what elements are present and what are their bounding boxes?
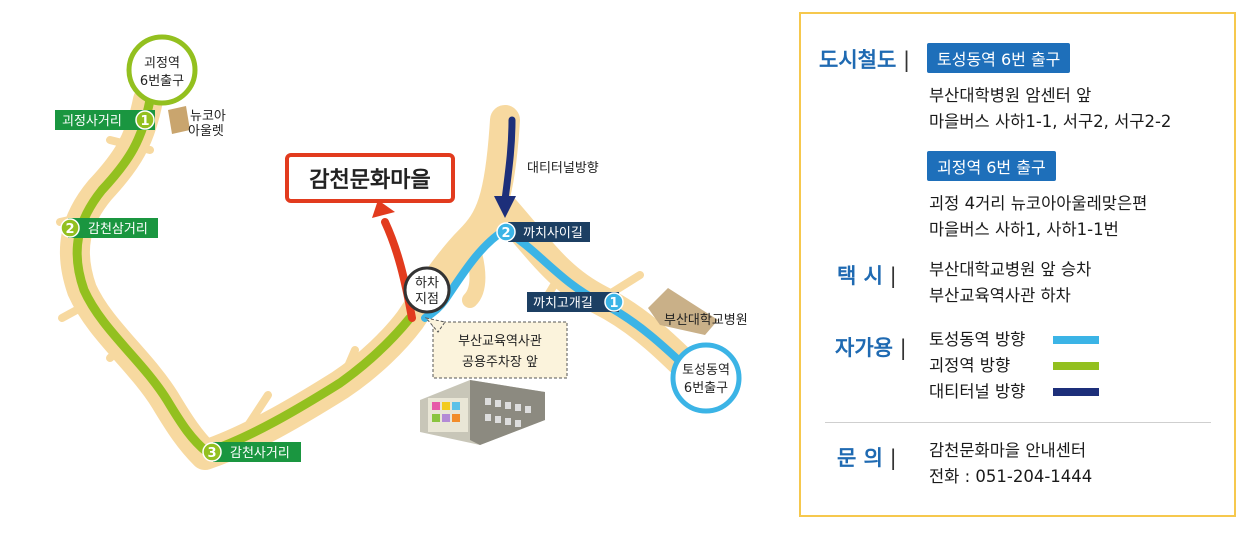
subway-category-label: 도시철도 | xyxy=(819,48,911,72)
museum-building-illustration xyxy=(420,380,545,445)
goejeong-station-exit: 6번출구 xyxy=(140,74,184,89)
parking-label-box xyxy=(432,321,568,379)
svg-text:3: 3 xyxy=(207,446,216,461)
goejeong-station-name: 괴정역 xyxy=(144,56,180,71)
green-route xyxy=(72,95,415,457)
svg-text:괴정사거리: 괴정사거리 xyxy=(62,114,122,129)
route-map: 뉴코아 아울렛 부산대학교병원 대티터널방향 감천문화마을 괴정역 6번출구 토… xyxy=(55,34,748,470)
terminal-direction-label: 대티터널방향 xyxy=(527,161,599,176)
intersection-tag-kkachisai: 까치사이길 2 xyxy=(496,222,590,242)
svg-text:까치사이길: 까치사이길 xyxy=(523,226,583,241)
intersection-tag-goejeong: 괴정사거리 1 xyxy=(55,110,155,130)
car-route-tunnel: 대티터널 방향 xyxy=(929,382,1026,401)
panel-divider xyxy=(825,422,1211,423)
car-route-toseong: 토성동역 방향 xyxy=(929,330,1026,349)
destination-label: 감천문화마을 xyxy=(309,168,430,193)
newcore-label-1: 뉴코아 xyxy=(190,109,226,124)
car-route-goejeong-swatch xyxy=(1053,362,1099,370)
drop-point-label-1: 하차 xyxy=(415,276,439,291)
subway-desc-b2: 마을버스 사하1, 사하1-1번 xyxy=(929,220,1119,239)
directions-panel: 도시철도 | 토성동역 6번 출구 부산대학병원 암센터 앞 마을버스 사하1-… xyxy=(799,12,1236,517)
parking-label-pointer xyxy=(424,317,446,333)
svg-text:2: 2 xyxy=(65,222,74,237)
svg-text:감천삼거리: 감천삼거리 xyxy=(88,222,148,237)
subway-exit-badge-toseong: 토성동역 6번 출구 xyxy=(927,43,1071,73)
car-route-toseong-swatch xyxy=(1053,336,1099,344)
subway-desc-a2: 마을버스 사하1-1, 서구2, 서구2-2 xyxy=(929,112,1172,131)
drop-point-label-2: 지점 xyxy=(415,292,439,307)
hospital-area xyxy=(648,288,718,335)
toseong-station-name: 토성동역 xyxy=(682,363,730,378)
inquiry-category-label: 문 의 | xyxy=(837,446,897,470)
goejeong-station-circle xyxy=(126,34,198,106)
navy-arrowhead xyxy=(494,196,516,218)
subway-exit-badge-goejeong: 괴정역 6번 출구 xyxy=(927,151,1056,181)
taxi-category-label: 택 시 | xyxy=(837,264,897,288)
svg-text:감천사거리: 감천사거리 xyxy=(230,446,290,461)
navy-route xyxy=(501,116,516,204)
newcore-label-2: 아울렛 xyxy=(188,124,224,139)
svg-text:까치고개길: 까치고개길 xyxy=(533,296,593,311)
inquiry-center: 감천문화마을 안내센터 xyxy=(929,441,1087,460)
intersection-tag-gamcheon-sageori: 감천사거리 3 xyxy=(202,442,301,462)
road-spur xyxy=(106,136,154,154)
destination-box xyxy=(285,153,455,203)
subway-desc-b1: 괴정 4거리 뉴코아아울레맞은편 xyxy=(929,194,1148,213)
newcore-outlet-building xyxy=(168,106,190,134)
taxi-line-2: 부산교육역사관 하차 xyxy=(929,286,1071,305)
parking-label-1: 부산교육역사관 xyxy=(458,334,542,349)
inquiry-phone: 전화 : 051-204-1444 xyxy=(929,467,1093,486)
taxi-line-1: 부산대학교병원 앞 승차 xyxy=(929,260,1092,279)
svg-text:2: 2 xyxy=(501,226,510,241)
red-arrowhead xyxy=(372,200,395,218)
red-route xyxy=(381,218,416,322)
svg-text:1: 1 xyxy=(140,114,149,129)
intersection-tag-kkachigogae: 까치고개길 1 xyxy=(527,292,624,312)
subway-desc-a1: 부산대학병원 암센터 앞 xyxy=(929,86,1092,105)
toseong-station-exit: 6번출구 xyxy=(684,381,728,396)
hospital-label: 부산대학교병원 xyxy=(664,313,748,328)
parking-label-2: 공용주차장 앞 xyxy=(462,355,538,370)
intersection-tag-gamcheon-samgeori: 감천삼거리 2 xyxy=(60,218,158,238)
car-route-goejeong: 괴정역 방향 xyxy=(929,356,1011,375)
road-side xyxy=(462,232,486,308)
car-category-label: 자가용 | xyxy=(835,336,907,360)
svg-text:1: 1 xyxy=(609,296,618,311)
drop-point-marker xyxy=(403,266,451,314)
car-route-tunnel-swatch xyxy=(1053,388,1099,396)
road-spur xyxy=(241,391,272,434)
toseong-station-circle xyxy=(670,342,742,414)
